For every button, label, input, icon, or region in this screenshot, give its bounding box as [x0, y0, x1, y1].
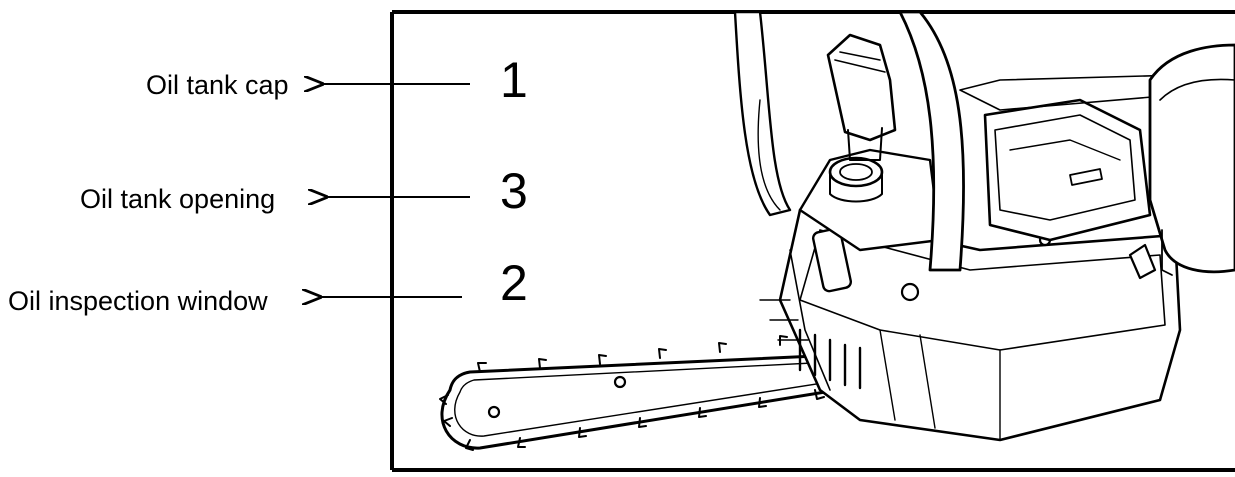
saw-body-housing [759, 208, 1182, 442]
callout-number-2: 2 [500, 255, 528, 311]
label-oil-tank-opening: Oil tank opening [80, 184, 276, 214]
label-oil-tank-cap: Oil tank cap [146, 70, 289, 100]
callout-number-3: 3 [500, 163, 528, 219]
oil-tank-cap [826, 33, 897, 161]
oil-tank [798, 148, 942, 252]
battery-pack [959, 74, 1181, 242]
callout-number-1: 1 [500, 52, 528, 108]
oil-inspection-window [811, 227, 853, 293]
rear-handle [733, 12, 966, 272]
motor-housing [1148, 43, 1235, 276]
guide-bar [439, 335, 852, 451]
label-oil-inspection-window: Oil inspection window [8, 286, 268, 316]
